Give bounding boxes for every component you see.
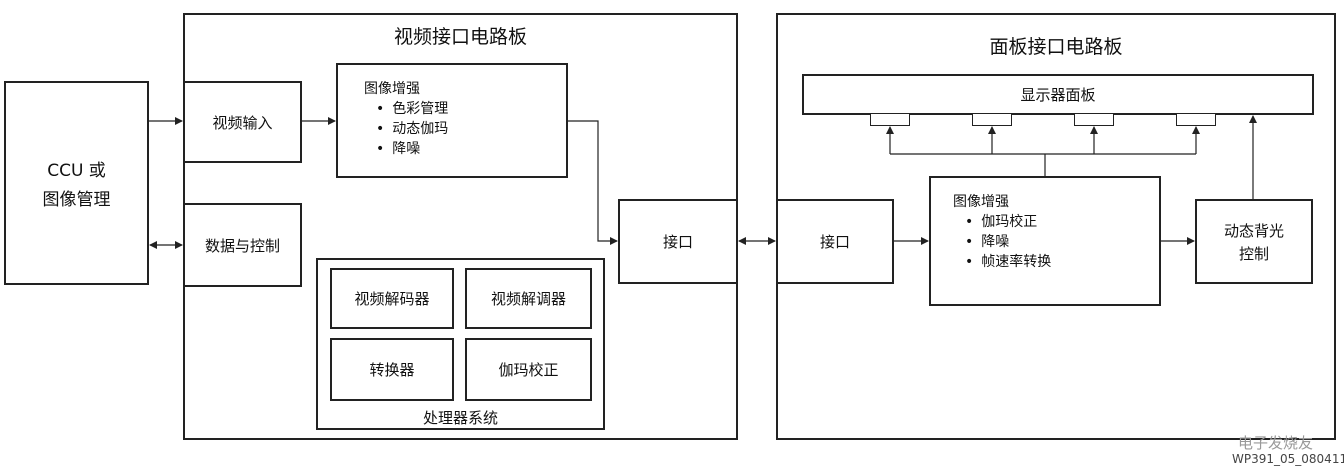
data-control-box: 数据与控制	[183, 203, 302, 287]
backlight-label-line1: 动态背光	[1223, 221, 1284, 240]
panel-enhance-item: 伽玛校正	[965, 212, 1159, 232]
ccu-image-management-box: CCU 或 图像管理	[4, 81, 149, 285]
ccu-label-line1: CCU 或	[47, 161, 106, 181]
panel-interface-box: 接口	[776, 199, 894, 284]
video-enhance-item: 降噪	[376, 139, 566, 159]
display-panel-label: 显示器面板	[1020, 86, 1096, 104]
processor-cell-label: 伽玛校正	[498, 361, 559, 379]
processor-system-title: 处理器系统	[422, 409, 498, 427]
dynamic-backlight-control-box: 动态背光 控制	[1195, 199, 1313, 284]
processor-cell-gamma-correction: 伽玛校正	[465, 338, 592, 401]
video-enhance-title: 图像增强	[364, 81, 420, 97]
video-input-box: 视频输入	[183, 81, 302, 163]
video-image-enhancement-box: 图像增强 色彩管理 动态伽玛 降噪	[336, 63, 568, 178]
watermark-logo-text: 电子发烧友	[1238, 434, 1314, 452]
data-control-label: 数据与控制	[204, 236, 280, 255]
ccu-label-line2: 图像管理	[42, 190, 111, 210]
figure-id: WP391_05_080411	[1232, 452, 1344, 466]
display-panel-box: 显示器面板	[802, 74, 1314, 115]
processor-cell-video-demodulator: 视频解调器	[465, 268, 592, 329]
processor-cell-video-decoder: 视频解码器	[330, 268, 454, 329]
video-board-title: 视频接口电路板	[393, 26, 527, 48]
panel-enhance-title: 图像增强	[953, 194, 1009, 210]
panel-connector	[1176, 113, 1216, 126]
panel-interface-label: 接口	[819, 233, 850, 251]
panel-image-enhancement-box: 图像增强 伽玛校正 降噪 帧速率转换	[929, 176, 1161, 306]
panel-enhance-item: 降噪	[965, 232, 1159, 252]
processor-cell-label: 视频解码器	[354, 290, 430, 308]
video-input-label: 视频输入	[212, 113, 273, 132]
processor-cell-converter: 转换器	[330, 338, 454, 401]
backlight-label-line2: 控制	[1238, 244, 1269, 263]
processor-cell-label: 视频解调器	[490, 290, 566, 308]
video-enhance-item: 色彩管理	[376, 99, 566, 119]
panel-enhance-item: 帧速率转换	[965, 252, 1159, 272]
processor-cell-label: 转换器	[369, 361, 415, 379]
video-board-interface-box: 接口	[618, 199, 738, 284]
panel-connector	[870, 113, 910, 126]
panel-board-title: 面板接口电路板	[989, 36, 1123, 58]
panel-connector	[972, 113, 1012, 126]
video-enhance-item: 动态伽玛	[376, 119, 566, 139]
video-interface-label: 接口	[662, 233, 693, 251]
panel-connector	[1074, 113, 1114, 126]
